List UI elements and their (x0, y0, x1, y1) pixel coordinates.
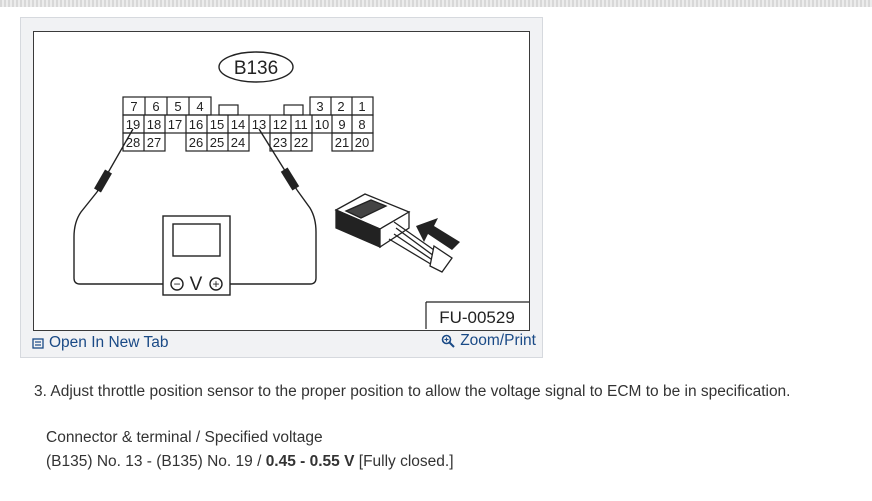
pin-21: 21 (335, 135, 349, 150)
pin-22: 22 (294, 135, 308, 150)
connector-label: B136 (234, 58, 278, 79)
pin-8: 8 (358, 117, 365, 132)
spec-condition: [Fully closed.] (354, 453, 454, 470)
connector-body (122, 96, 374, 152)
pin-24: 24 (231, 135, 245, 150)
pin-13: 13 (252, 117, 266, 132)
pin-10: 10 (315, 117, 329, 132)
pin-26: 26 (189, 135, 203, 150)
pin-19: 19 (126, 117, 140, 132)
pin-3: 3 (316, 99, 323, 114)
spec-heading: Connector & terminal / Specified voltage (46, 429, 323, 446)
figure-code: FU-00529 (439, 308, 515, 327)
pin-18: 18 (147, 117, 161, 132)
pin-23: 23 (273, 135, 287, 150)
pin-15: 15 (210, 117, 224, 132)
pin-1: 1 (358, 99, 365, 114)
pin-27: 27 (147, 135, 161, 150)
pin-25: 25 (210, 135, 224, 150)
probe-handles (94, 167, 300, 193)
open-in-new-tab-label: Open In New Tab (49, 334, 169, 351)
open-in-new-tab-icon (32, 338, 44, 349)
spec-terminals: (B135) No. 13 - (B135) No. 19 / (46, 453, 266, 470)
pin-2: 2 (337, 99, 344, 114)
meter-positive: + (212, 277, 219, 291)
pin-11: 11 (294, 117, 308, 132)
top-border (0, 0, 872, 7)
zoom-print-label: Zoom/Print (460, 332, 536, 349)
pin-17: 17 (168, 117, 182, 132)
spec-voltage: 0.45 - 0.55 V (265, 453, 355, 470)
pin-28: 28 (126, 135, 140, 150)
pin-7: 7 (130, 99, 137, 114)
zoom-print-link[interactable]: Zoom/Print (441, 332, 536, 350)
spec-line: (B135) No. 13 - (B135) No. 19 / 0.45 - 0… (46, 453, 454, 471)
pin-9: 9 (338, 117, 345, 132)
step-instruction: 3. Adjust throttle position sensor to th… (34, 383, 791, 400)
figure-code-box: FU-00529 (425, 301, 529, 329)
magnifier-icon (441, 334, 455, 348)
pin-5: 5 (174, 99, 181, 114)
arrow-icon (416, 218, 460, 250)
open-in-new-tab-link[interactable]: Open In New Tab (32, 334, 168, 352)
pin-14: 14 (231, 117, 245, 132)
voltmeter (162, 215, 231, 296)
harness-connector (334, 193, 453, 273)
pin-20: 20 (355, 135, 369, 150)
pin-4: 4 (196, 99, 203, 114)
pin-6: 6 (152, 99, 159, 114)
pin-16: 16 (189, 117, 203, 132)
meter-unit: V (190, 274, 203, 295)
pin-12: 12 (273, 117, 287, 132)
figure-card: B136 (20, 17, 543, 358)
wiring-diagram: B136 (33, 31, 530, 331)
meter-negative: − (173, 277, 180, 291)
